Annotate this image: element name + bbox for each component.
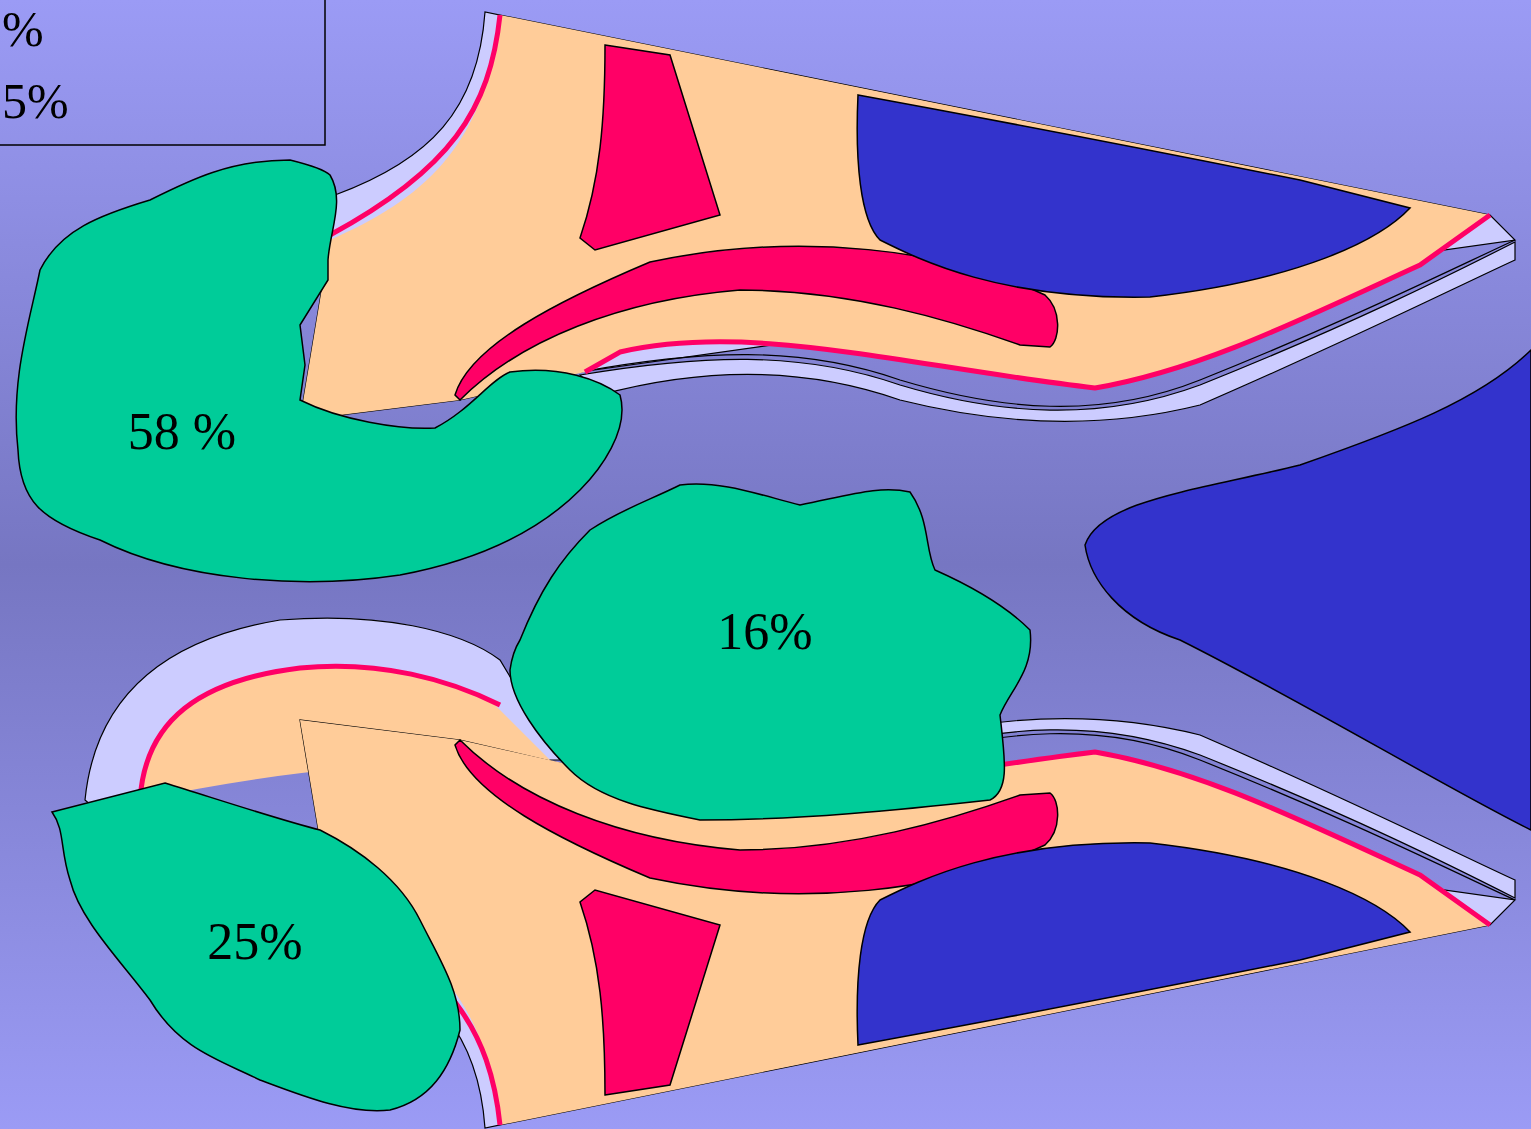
percentage-value: 16% bbox=[717, 606, 812, 658]
legend-value: 5% bbox=[2, 76, 69, 126]
green-region: 16% bbox=[505, 475, 1040, 825]
legend-value: % bbox=[2, 4, 44, 54]
region-outline bbox=[10, 155, 635, 595]
green-region: 58 % bbox=[10, 155, 635, 595]
percentage-value: 58 % bbox=[128, 406, 236, 458]
percentage-value: 25% bbox=[207, 916, 302, 968]
legend-box bbox=[0, 0, 325, 145]
green-region: 25% bbox=[48, 778, 466, 1118]
